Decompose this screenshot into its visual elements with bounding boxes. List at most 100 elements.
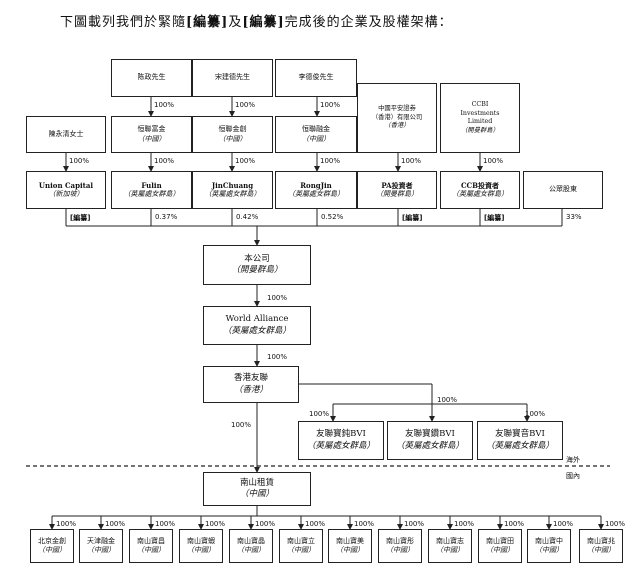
subsidiary-jurisdiction: （中國） — [38, 546, 66, 554]
page-title: 下圖載列我們於緊隨[編纂]及[編纂]完成後的企業及股權架構： — [60, 11, 453, 30]
box-fulin: Fulin（英屬處女群島） — [111, 171, 192, 209]
box-subsidiary: 南山寶志（中國） — [428, 529, 472, 563]
pct-label: 100% — [154, 101, 175, 109]
pct-label: 100% — [454, 520, 475, 528]
subsidiary-jurisdiction: （中國） — [336, 546, 364, 554]
pct-public: 33% — [566, 213, 582, 221]
box-bvi-3: 友聯寶音BVI（英屬處女群島） — [477, 421, 563, 460]
subsidiary-jurisdiction: （中國） — [287, 546, 315, 554]
pct-label: 100% — [504, 520, 525, 528]
pct-label: 100% — [69, 157, 90, 165]
subsidiary-jurisdiction: （中國） — [436, 546, 464, 554]
subsidiary-jurisdiction: （中國） — [237, 546, 265, 554]
subsidiary-name: 南山寶蝦 — [187, 536, 215, 545]
pct-fulin: 0.37% — [155, 213, 178, 221]
subsidiary-name: 南山寶兆 — [587, 536, 615, 545]
box-public-shareholders: 公眾股東 — [523, 171, 603, 209]
pct-label: 100% — [231, 421, 252, 429]
box-subsidiary: 南山寶晶（中國） — [229, 529, 273, 563]
box-henglian-jinchuang: 恒聯金創（中國） — [192, 116, 273, 153]
box-bvi-2: 友聯寶鑽BVI（英屬處女群島） — [387, 421, 473, 460]
box-company: 本公司（開曼群島） — [203, 245, 311, 285]
box-subsidiary: 南山寶田（中國） — [478, 529, 522, 563]
pct-label: 100% — [267, 294, 288, 302]
box-person-li: 李德俊先生 — [275, 59, 357, 97]
region-domestic-label: 國內 — [566, 472, 580, 480]
subsidiary-name: 南山寶志 — [436, 536, 464, 545]
box-henglian-fujin: 恒聯富金（中國） — [111, 116, 192, 153]
pct-label: 100% — [553, 520, 574, 528]
box-ccb-investor: CCB投資者（英屬處女群島） — [440, 171, 520, 209]
box-chen-yongqing: 陳永清女士 — [26, 116, 106, 153]
subsidiary-name: 南山寶美 — [336, 536, 364, 545]
pct-label: 100% — [605, 520, 626, 528]
pct-label: 100% — [354, 520, 375, 528]
person-name: 李德俊先生 — [298, 73, 334, 82]
pct-label: 100% — [56, 520, 77, 528]
pct-jinchuang: 0.42% — [236, 213, 259, 221]
pct-label: 100% — [154, 157, 175, 165]
pct-label: 100% — [105, 520, 126, 528]
title-part-1: 下圖載列我們於緊隨 — [60, 15, 187, 30]
box-pa-investor: PA投資者（開曼群島） — [357, 171, 437, 209]
box-subsidiary: 南山寶彤（中國） — [378, 529, 422, 563]
subsidiary-name: 南山寶中 — [535, 536, 563, 545]
box-subsidiary: 南山寶兆（中國） — [579, 529, 623, 563]
subsidiary-name: 南山寶立 — [287, 536, 315, 545]
pct-rongjin: 0.52% — [321, 213, 344, 221]
box-hk-alliance: 香港友聯（香港） — [203, 366, 299, 403]
pct-label: 100% — [205, 520, 226, 528]
person-name: 陈政先生 — [137, 73, 166, 82]
pct-label: 100% — [305, 520, 326, 528]
box-union-capital: Union Capital（新加坡） — [26, 171, 106, 209]
subsidiary-jurisdiction: （中國） — [137, 546, 165, 554]
person-name: 宋建德先生 — [215, 73, 250, 82]
pct-label: 100% — [235, 157, 256, 165]
subsidiary-name: 南山寶彤 — [386, 536, 414, 545]
box-bvi-1: 友聯寶鈍BVI（英屬處女群島） — [298, 421, 384, 460]
subsidiary-jurisdiction: （中國） — [535, 546, 563, 554]
subsidiary-name: 南山寶晶 — [237, 536, 265, 545]
pct-ccb-investor: [編纂] — [484, 214, 505, 222]
pct-label: 100% — [309, 410, 330, 418]
pct-label: 100% — [483, 157, 504, 165]
box-henglian-rongjin: 恒聯融金（中國） — [275, 116, 357, 153]
subsidiary-jurisdiction: （中國） — [187, 546, 215, 554]
subsidiary-name: 天津融金 — [87, 536, 115, 545]
pct-label: 100% — [320, 101, 341, 109]
subsidiary-jurisdiction: （中國） — [87, 546, 115, 554]
pct-label: 100% — [235, 101, 256, 109]
pct-label: 100% — [437, 396, 458, 404]
box-jinchuang: JinChuang（英屬處女群島） — [192, 171, 273, 209]
pct-label: 100% — [525, 410, 546, 418]
subsidiary-jurisdiction: （中國） — [486, 546, 514, 554]
box-subsidiary: 北京金創（中國） — [30, 529, 74, 563]
box-world-alliance: World Alliance（英屬處女群島） — [203, 306, 311, 345]
pct-pa-investor: [編纂] — [402, 214, 423, 222]
box-subsidiary: 南山寶昌（中國） — [129, 529, 173, 563]
box-subsidiary: 南山寶蝦（中國） — [179, 529, 223, 563]
pct-label: 100% — [404, 520, 425, 528]
box-subsidiary: 南山寶美（中國） — [328, 529, 372, 563]
box-person-chen: 陈政先生 — [111, 59, 192, 97]
title-redacted-2: [編纂] — [242, 15, 285, 30]
pct-label: 100% — [155, 520, 176, 528]
pct-label: 100% — [267, 353, 288, 361]
box-subsidiary: 天津融金（中國） — [79, 529, 123, 563]
subsidiary-name: 南山寶昌 — [137, 536, 165, 545]
pct-label: 100% — [255, 520, 276, 528]
title-part-2: 及 — [228, 15, 243, 30]
box-subsidiary: 南山寶立（中國） — [279, 529, 323, 563]
pct-label: 100% — [401, 157, 422, 165]
title-redacted-1: [編纂] — [186, 15, 229, 30]
subsidiary-name: 南山寶田 — [486, 536, 514, 545]
subsidiary-jurisdiction: （中國） — [587, 546, 615, 554]
box-rongjin: RongJin（英屬處女群島） — [275, 171, 357, 209]
region-overseas-label: 海外 — [566, 456, 580, 464]
box-person-song: 宋建德先生 — [192, 59, 273, 97]
subsidiary-jurisdiction: （中國） — [386, 546, 414, 554]
pct-label: 100% — [320, 157, 341, 165]
title-part-3: 完成後的企業及股權架構： — [284, 15, 453, 30]
